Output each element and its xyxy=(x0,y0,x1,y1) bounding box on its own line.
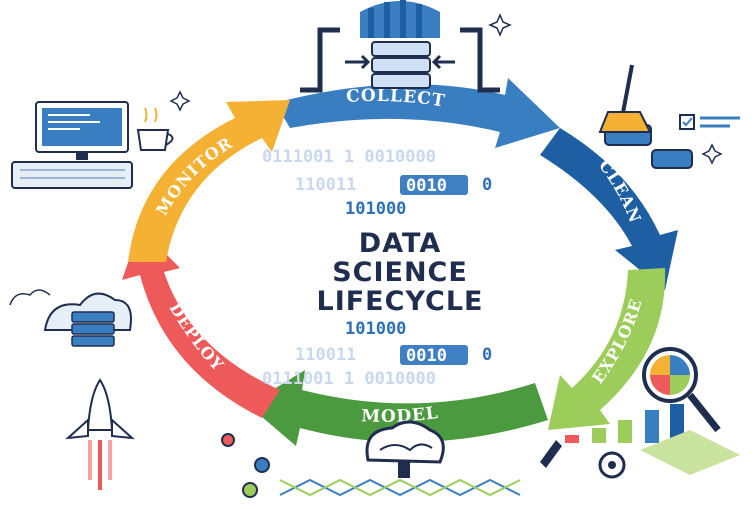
title-line-1: DATA xyxy=(359,228,441,259)
cycle-ring xyxy=(122,78,678,446)
binary-row-bot3: 0111001 1 0010000 xyxy=(262,369,436,389)
magnifier-chart-icon xyxy=(565,347,740,479)
center-title: DATA SCIENCE LIFECYCLE xyxy=(316,228,483,317)
binary-highlight-bot xyxy=(400,345,468,365)
collect-arrow xyxy=(275,78,560,148)
binary-highlight-top xyxy=(400,175,468,195)
binary-decoration: 0111001 1 0010000 110011 0010 0 101000 1… xyxy=(262,147,492,389)
binary-row-bot2b: 0 xyxy=(482,345,492,365)
clean-arrow xyxy=(540,128,678,290)
model-arrow xyxy=(248,370,548,446)
computer-monitor-icon xyxy=(11,90,191,189)
cleaning-broom-icon xyxy=(598,64,740,169)
title-line-2: SCIENCE xyxy=(332,257,468,288)
title-line-3: LIFECYCLE xyxy=(316,286,483,317)
binary-row-bot2a: 110011 xyxy=(295,345,356,365)
binary-row-top2b: 0 xyxy=(482,175,492,195)
binary-box-top: 0010 xyxy=(406,176,447,196)
binary-row-top3: 101000 xyxy=(345,199,406,219)
binary-row-bot1: 101000 xyxy=(345,319,406,339)
explore-arrow xyxy=(548,268,666,430)
database-collect-icon xyxy=(300,0,512,93)
rocket-cloud-icon xyxy=(9,289,135,490)
brain-network-icon xyxy=(221,420,562,498)
binary-row-top2a: 110011 xyxy=(295,175,356,195)
deploy-arrow xyxy=(122,228,280,418)
binary-box-bot: 0010 xyxy=(406,346,447,366)
monitor-arrow xyxy=(128,100,290,262)
binary-row-top1: 0111001 1 0010000 xyxy=(262,147,436,167)
